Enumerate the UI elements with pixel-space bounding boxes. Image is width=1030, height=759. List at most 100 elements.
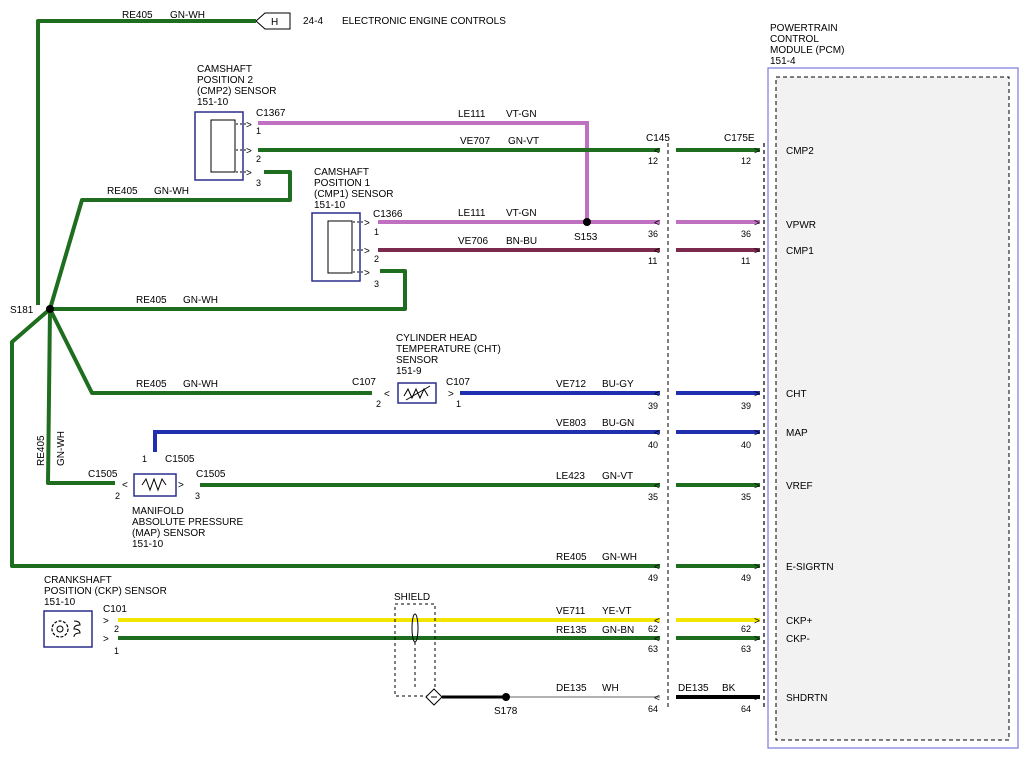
header-title: ELECTRONIC ENGINE CONTROLS: [342, 16, 506, 27]
svg-text:>: >: [754, 693, 760, 704]
header-wire-label: RE405: [122, 10, 153, 21]
pin-le111-c145: 36: [648, 229, 658, 239]
map-pin2: 2: [115, 491, 120, 501]
cmp1-connector: C1366: [373, 209, 403, 220]
cmp1-pin1: 1: [374, 227, 379, 237]
cht-body: [397, 382, 437, 404]
cht-name-line1: CYLINDER HEAD: [396, 333, 477, 344]
map-body: [133, 473, 177, 497]
pcm-label-cmp2: CMP2: [786, 146, 814, 157]
cmp1-pin3: 3: [374, 279, 379, 289]
pcm-label-vpwr: VPWR: [786, 220, 816, 231]
cmp1-name-line2: POSITION 1: [314, 178, 371, 189]
svg-text:>: >: [246, 168, 252, 179]
cht-connector-right: C107: [446, 377, 470, 388]
cmp2-name-line3: (CMP2) SENSOR: [197, 86, 276, 97]
map-connector-right: C1505: [196, 469, 226, 480]
svg-text:>: >: [754, 146, 760, 157]
svg-text:>: >: [754, 389, 760, 400]
wire-ve711-color: YE-VT: [602, 606, 631, 617]
ckp-connector: C101: [103, 604, 127, 615]
cmp2-pin3: 3: [256, 178, 261, 188]
svg-text:<: <: [654, 562, 660, 573]
pcm-label-ckp-minus: CKP-: [786, 634, 810, 645]
bus-label-cmp1-color: GN-WH: [183, 295, 218, 306]
ckp-pin1: 1: [114, 646, 119, 656]
cht-name-line2: TEMPERATURE (CHT): [396, 344, 501, 355]
cht-name-line4: 151-9: [396, 366, 422, 377]
wire-le111-cmp2-color: VT-GN: [506, 109, 537, 120]
pin-re405-pcm: 49: [741, 573, 751, 583]
wire-ve712-name: VE712: [556, 379, 586, 390]
cmp1-name-line3: (CMP1) SENSOR: [314, 189, 393, 200]
pcm-name-line3: MODULE (PCM): [770, 45, 844, 56]
svg-text:>: >: [754, 428, 760, 439]
pcm-label-cht: CHT: [786, 389, 807, 400]
svg-text:<: <: [654, 693, 660, 704]
wire-de135-color: WH: [602, 683, 619, 694]
map-pin1: 1: [142, 454, 147, 464]
pin-ve707-pcm: 12: [741, 156, 751, 166]
shield-dashed-box: [394, 603, 436, 697]
map-connector-top: C1505: [165, 454, 195, 465]
pin-ve706-pcm: 11: [741, 256, 750, 266]
map-element-icon: [141, 477, 167, 492]
svg-text:>: >: [448, 389, 454, 400]
bus-label-cht-wire: RE405: [136, 379, 167, 390]
map-connector-left: C1505: [88, 469, 118, 480]
cmp2-name-line1: CAMSHAFT: [197, 64, 252, 75]
wire-ve803-name: VE803: [556, 418, 586, 429]
wire-le423-color: GN-VT: [602, 471, 633, 482]
svg-text:>: >: [364, 218, 370, 229]
pcm-name-line1: POWERTRAIN: [770, 23, 838, 34]
cht-sensor: CYLINDER HEAD TEMPERATURE (CHT) SENSOR 1…: [352, 333, 501, 409]
wire-ve711-name: VE711: [556, 606, 586, 617]
pin-le423-c145: 35: [648, 492, 658, 502]
pcm-label-cmp1: CMP1: [786, 246, 814, 257]
wire-ve707-color: GN-VT: [508, 136, 539, 147]
pin-re135-pcm: 63: [741, 644, 751, 654]
cht-name-line3: SENSOR: [396, 355, 438, 366]
svg-text:<: <: [654, 634, 660, 645]
pcm-module: POWERTRAIN CONTROL MODULE (PCM) 151-4 C1…: [646, 23, 1019, 749]
cmp2-name-line2: POSITION 2: [197, 75, 254, 86]
connector-c145: C145: [646, 133, 670, 144]
svg-text:<: <: [654, 218, 660, 229]
svg-text:>: >: [754, 562, 760, 573]
bus-label-cmp1-wire: RE405: [136, 295, 167, 306]
cmp2-name-line4: 151-10: [197, 97, 229, 108]
svg-text:<: <: [122, 480, 128, 491]
cmp2-connector: C1367: [256, 108, 286, 119]
map-name-line1: MANIFOLD: [132, 506, 184, 517]
wire-re405-name: RE405: [556, 552, 587, 563]
wire-ve706-name: VE706: [458, 236, 488, 247]
splice-s153-dot: [583, 218, 591, 226]
svg-text:>: >: [178, 480, 184, 491]
header-page-ref: 24-4: [303, 16, 323, 27]
pin-ve706-c145: 11: [648, 256, 657, 266]
pcm-name-line4: 151-4: [770, 56, 796, 67]
pin-ve712-c145: 39: [648, 401, 658, 411]
pin-re135-c145: 63: [648, 644, 658, 654]
wire-ve707-name: VE707: [460, 136, 490, 147]
bus-label-cmp2-wire: RE405: [107, 186, 138, 197]
svg-text:<: <: [654, 428, 660, 439]
svg-text:<: <: [384, 389, 390, 400]
wire-le111-cmp2: [258, 121, 589, 222]
svg-text:<: <: [654, 246, 660, 257]
pcm-name-line2: CONTROL: [770, 34, 819, 45]
pcm-label-vref: VREF: [786, 481, 813, 492]
pin-ve711-c145: 62: [648, 624, 658, 634]
svg-text:<: <: [654, 146, 660, 157]
cht-connector-left: C107: [352, 377, 376, 388]
bus-label-cmp2-color: GN-WH: [154, 186, 189, 197]
bus-label-vertical-wire: RE405: [36, 435, 47, 466]
pcm-label-ckp-plus: CKP+: [786, 616, 813, 627]
svg-text:<: <: [654, 481, 660, 492]
cmp2-element: [210, 119, 236, 173]
map-name-line3: (MAP) SENSOR: [132, 528, 205, 539]
pin-de135-pcm: 64: [741, 704, 751, 714]
wire-le423-name: LE423: [556, 471, 585, 482]
svg-text:>: >: [754, 634, 760, 645]
shield: SHIELD: [394, 592, 443, 706]
